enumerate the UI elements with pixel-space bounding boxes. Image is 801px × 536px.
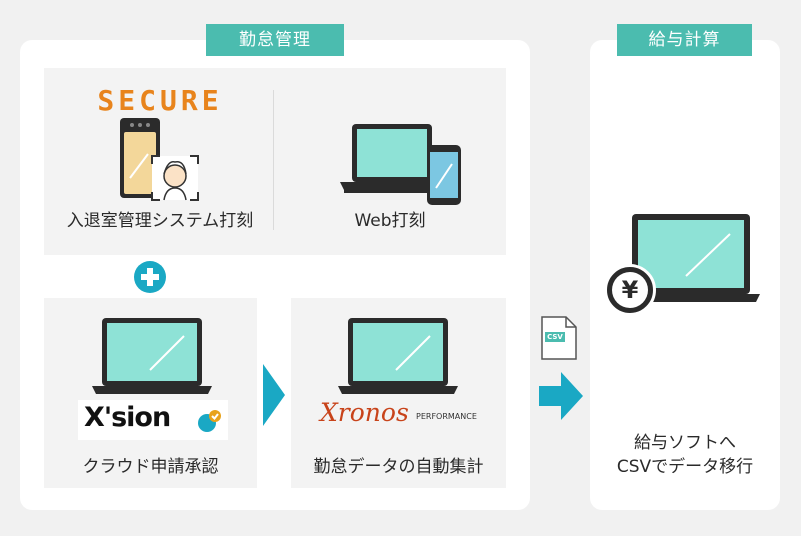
xronos-logo-sub: PERFORMANCE — [416, 412, 477, 421]
face-recognition-device-icon — [118, 116, 208, 206]
xronos-logo: Xronos PERFORMANCE — [318, 398, 480, 432]
yen-symbol: ¥ — [612, 272, 648, 308]
web-label: Web打刻 — [354, 211, 426, 231]
laptop-icon — [92, 318, 212, 398]
attendance-title: 勤怠管理 — [206, 24, 344, 56]
xsion-logo: X'sion — [78, 400, 228, 440]
stamping-divider — [273, 90, 274, 230]
payroll-line1: 給与ソフトへ — [634, 433, 736, 453]
laptop-icon — [622, 214, 760, 306]
payroll-line2: CSVでデータ移行 — [616, 457, 754, 477]
payroll-title: 給与計算 — [617, 24, 752, 56]
laptop-icon — [340, 124, 444, 196]
yen-coin-icon: ¥ — [604, 264, 656, 316]
csv-file-icon — [541, 316, 577, 360]
arrow-right-icon — [539, 372, 583, 420]
entry-label: 入退室管理システム打刻 — [66, 211, 254, 231]
secure-logo: SECURE — [97, 84, 223, 117]
laptop-icon — [338, 318, 458, 398]
arrow-right-icon — [263, 364, 285, 426]
xsion-check-icon — [198, 410, 221, 432]
plus-icon — [133, 260, 167, 294]
auto-label: 勤怠データの自動集計 — [313, 457, 484, 477]
csv-badge: CSV — [547, 333, 563, 341]
smartphone-icon — [426, 144, 462, 206]
cloud-label: クラウド申請承認 — [82, 457, 219, 477]
xronos-logo-text: Xronos — [320, 398, 409, 427]
xsion-logo-text: X'sion — [84, 402, 171, 433]
